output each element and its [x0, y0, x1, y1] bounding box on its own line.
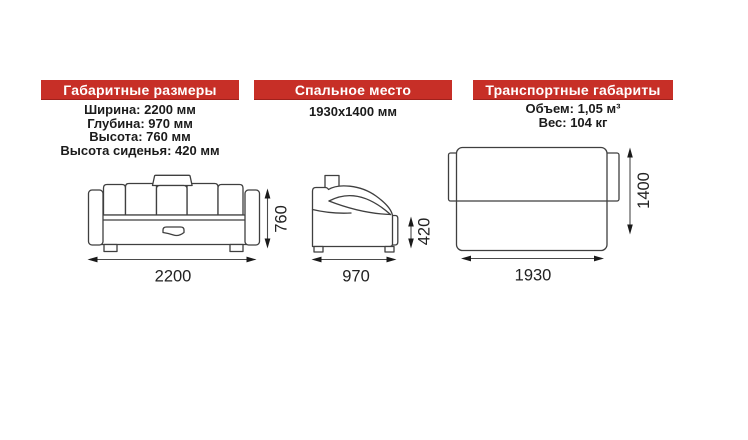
section-header-overall-dimensions: Габаритные размеры	[41, 80, 239, 100]
arrow-left-icon	[311, 256, 322, 263]
section-header-label: Транспортные габариты	[485, 81, 661, 98]
arrow-left-icon	[87, 256, 98, 263]
section-header-transport-dimensions: Транспортные габариты	[473, 80, 673, 100]
sofa-front-view-drawing: 760 2200	[87, 174, 291, 286]
spec-line-height: Высота: 760 мм	[89, 129, 191, 144]
spec-line-sleeping-size: 1930x1400 мм	[309, 104, 397, 119]
spec-line-width: Ширина: 2200 мм	[84, 102, 196, 117]
arrow-down-icon	[264, 238, 271, 249]
spec-line-depth: Глубина: 970 мм	[87, 115, 193, 131]
front-width-dim-label: 2200	[155, 268, 192, 286]
section-header-sleeping-place: Спальное место	[254, 80, 452, 100]
side-depth-dim-label: 970	[342, 268, 370, 286]
section-header-label: Спальное место	[294, 81, 412, 98]
arrow-down-icon	[408, 238, 414, 249]
transport-width-dim-label: 1400	[635, 172, 653, 209]
arrow-down-icon	[627, 224, 633, 235]
spec-line-seat-height: Высота сиденья: 420 мм	[60, 142, 220, 158]
arrow-up-icon	[408, 216, 414, 227]
side-seat-height-dim-label: 420	[416, 218, 434, 246]
arrow-right-icon	[246, 256, 257, 263]
sleeping-place-specs: 1930x1400 мм	[254, 105, 452, 119]
arrow-up-icon	[264, 188, 271, 199]
arrow-up-icon	[627, 147, 633, 158]
arrow-right-icon	[386, 256, 397, 263]
spec-line-weight: Вес: 104 кг	[538, 114, 608, 130]
transport-length-dim-label: 1930	[515, 267, 552, 285]
transport-specs: Объем: 1,05 м³ Вес: 104 кг	[473, 102, 673, 129]
sofa-side-view-drawing: 420 970	[311, 174, 434, 286]
spec-line-volume: Объем: 1,05 м³	[525, 101, 621, 116]
arrow-left-icon	[461, 255, 471, 262]
sofa-transport-view-drawing: 1400 1930	[447, 146, 653, 285]
section-header-label: Габаритные размеры	[63, 81, 217, 98]
front-height-dim-label: 760	[273, 205, 291, 233]
overall-dimensions-specs: Ширина: 2200 мм Глубина: 970 мм Высота: …	[31, 103, 249, 157]
arrow-right-icon	[594, 255, 604, 262]
